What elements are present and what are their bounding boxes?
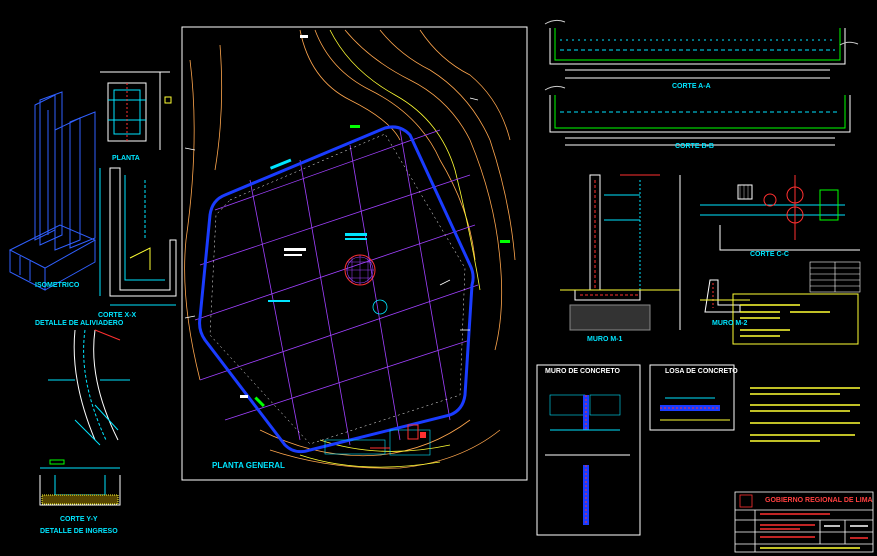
terrain-contours: [184, 29, 516, 469]
isometric-view: [8, 91, 97, 291]
label-muro-concreto: MURO DE CONCRETO: [545, 368, 620, 375]
label-muro-m1: MURO M-1: [587, 336, 623, 343]
corte-aa-section: [544, 19, 859, 79]
label-corte-cc: CORTE C-C: [750, 251, 789, 258]
plan-callouts: [240, 35, 510, 456]
corte-xx-section: [99, 167, 177, 306]
label-muro-m2: MURO M-2: [712, 320, 748, 327]
notes-lines: [750, 387, 860, 442]
label-isometrico: ISOMETRICO: [35, 282, 80, 289]
planta-aliviadero: [100, 71, 172, 150]
label-corte-bb: CORTE B-B: [675, 143, 714, 150]
muro-m1-section: [560, 174, 681, 331]
label-planta: PLANTA: [112, 155, 140, 162]
label-losa-concreto: LOSA DE CONCRETO: [665, 368, 738, 375]
plan-sheet-border: [181, 26, 528, 481]
label-detalle-ingreso: DETALLE DE INGRESO: [40, 528, 118, 535]
terrain-contours-yellow: [299, 29, 481, 468]
reservoir-grid: [194, 129, 479, 446]
legend-table: [809, 261, 861, 293]
muro-m2-section: [700, 279, 750, 313]
label-corte-aa: CORTE A-A: [672, 83, 711, 90]
corte-yy-section: [39, 459, 121, 506]
label-gobierno-regional: GOBIERNO REGIONAL DE LIMA: [765, 497, 873, 504]
title-block: [734, 491, 874, 553]
corte-bb-section: [544, 85, 851, 146]
specifications-box: [732, 293, 859, 345]
label-detalle-aliviadero: DETALLE DE ALIVIADERO: [35, 320, 124, 327]
title-block-content: [760, 513, 868, 549]
reservoir-outline: [198, 125, 475, 454]
losa-concreto-detail: [649, 364, 735, 431]
corte-cc-section: [700, 175, 860, 251]
curved-channel: [48, 329, 130, 446]
plan-section-cuts: [184, 97, 479, 331]
central-drain: [344, 254, 388, 315]
label-corte-yy: CORTE Y-Y: [60, 516, 98, 523]
muro-concreto-detail: [536, 364, 641, 536]
label-planta-general: PLANTA GENERAL: [212, 461, 285, 470]
label-corte-xx: CORTE X-X: [98, 312, 137, 319]
